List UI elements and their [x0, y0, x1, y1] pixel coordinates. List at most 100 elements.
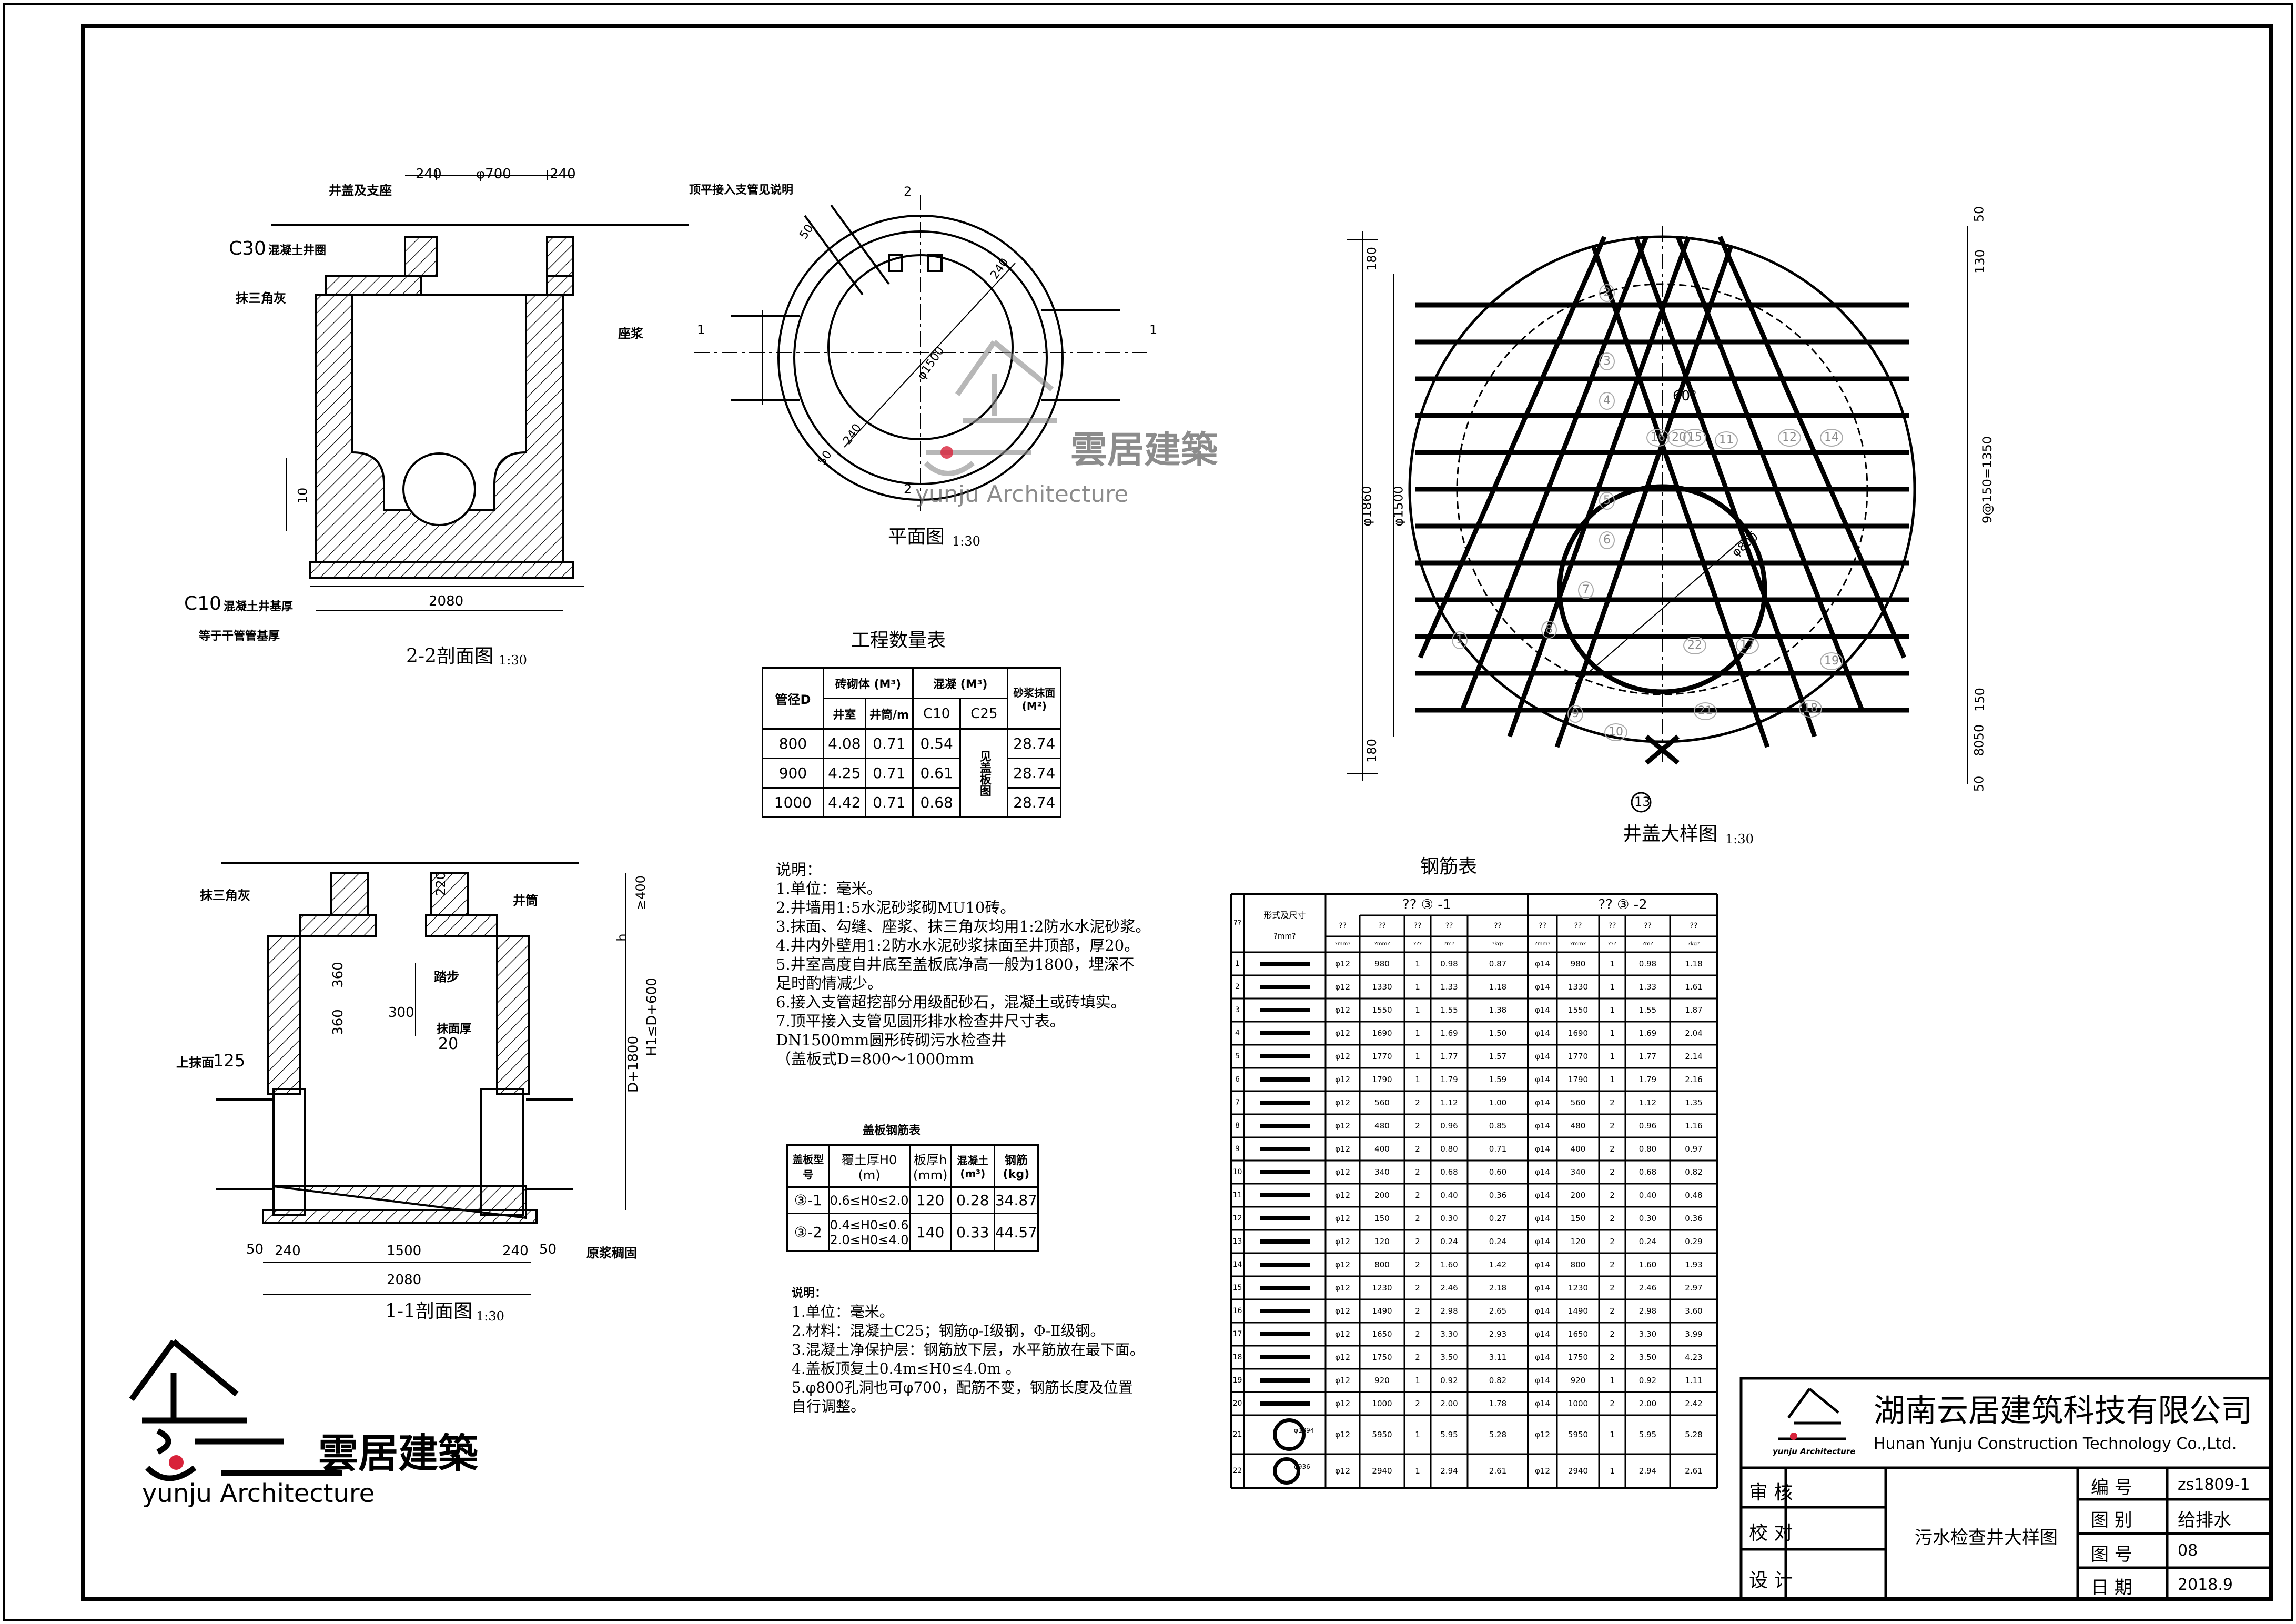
cover-dim-9at150: 9@150=1350: [1980, 436, 1995, 524]
rebar-cell: 0.85: [1489, 1121, 1507, 1131]
rebar-cell: 2: [1610, 1329, 1615, 1339]
st-h-type: 盖板型号: [786, 1144, 830, 1188]
tb-check-label: 校 对: [1749, 1522, 1793, 1544]
rebar-cell: 2: [1415, 1329, 1420, 1339]
rebar-sub-header: ??: [1378, 922, 1386, 930]
rebar-cell: 2.94: [1638, 1466, 1657, 1476]
cover-angle: 60°: [1673, 388, 1697, 404]
st-cell-steel: 34.87: [993, 1186, 1039, 1214]
rebar-shape-straight: [1260, 1101, 1310, 1105]
rebar-cell: 1.61: [1685, 982, 1703, 992]
label-mortar: 座浆: [618, 326, 643, 341]
tb-date-label: 日 期: [2091, 1577, 2132, 1598]
rebar-cell: 2.93: [1489, 1329, 1507, 1339]
rebar-shape-straight: [1260, 1054, 1310, 1058]
st-h-steel: 钢筋 (kg): [993, 1144, 1039, 1188]
dim-240-right: 240: [550, 166, 576, 182]
cover-dim-180-bot: 180: [1364, 739, 1379, 763]
rebar-cell: 2: [1610, 1236, 1615, 1246]
rebar-cell: φ12: [1335, 1466, 1350, 1476]
rebar-cell: 1: [1415, 1074, 1420, 1084]
rebar-cell: 1650: [1567, 1329, 1589, 1339]
label-top-num: 125: [213, 1051, 246, 1071]
cover-bar-mark: 20: [1667, 429, 1691, 447]
qt-h-masonry: 砖砌体 (M³): [822, 667, 914, 699]
watermark-logo-cn: 雲居建築: [1070, 428, 1218, 471]
notes1-line: 3.抹面、勾缝、座浆、抹三角灰均用1:2防水水泥砂浆。: [776, 917, 1151, 935]
rebar-cell: 2.46: [1638, 1283, 1657, 1293]
rebar-cell: φ12: [1335, 1074, 1350, 1084]
rebar-cell: φ12: [1335, 959, 1350, 969]
rebar-cell: 5.28: [1685, 1429, 1703, 1439]
rebar-shape-straight: [1260, 1401, 1310, 1406]
rebar-h-shape: 形式及尺寸: [1263, 910, 1306, 920]
rebar-cell: 1.77: [1440, 1051, 1458, 1061]
rebar-cell: 1550: [1567, 1005, 1589, 1015]
qt-h-c25: C25: [959, 698, 1009, 730]
rebar-cell: 340: [1374, 1167, 1390, 1177]
rebar-h-no: ??: [1233, 919, 1241, 927]
rebar-cell: φ12: [1535, 1429, 1550, 1439]
dim-240-left: 240: [416, 166, 442, 182]
rebar-cell-no: 6: [1235, 1075, 1240, 1084]
rebar-h-slab2: ?? ③ -2: [1598, 897, 1647, 913]
label-c10-rest2: 等于干管管基厚: [199, 629, 280, 643]
rebar-cell: φ14: [1535, 1329, 1550, 1339]
dim-300: 300: [388, 1005, 414, 1021]
rebar-cell: φ14: [1535, 1190, 1550, 1200]
rebar-cell: 2: [1415, 1236, 1420, 1246]
notes1-line: DN1500mm圆形砖砌污水检查井: [776, 1031, 1007, 1049]
rebar-cell: φ12: [1335, 1259, 1350, 1269]
rebar-sub-header: ??: [1445, 922, 1453, 930]
rebar-cell: 0.98: [1440, 959, 1458, 969]
rebar-cell-no: 10: [1232, 1168, 1242, 1176]
rebar-cell: 2: [1610, 1352, 1615, 1362]
label-step: 踏步: [434, 969, 459, 984]
plan-view-drawing: [694, 195, 1147, 516]
rebar-cell: 0.29: [1685, 1236, 1703, 1246]
notes2-line: 5.φ800孔洞也可φ700，配筋不变，钢筋长度及位置: [792, 1379, 1133, 1396]
rebar-cell: φ12: [1335, 1429, 1350, 1439]
rebar-cell: 1.55: [1638, 1005, 1657, 1015]
rebar-cell: 2: [1415, 1352, 1420, 1362]
rebar-cell: 1.33: [1440, 982, 1458, 992]
rebar-cell: φ14: [1535, 1121, 1550, 1131]
rebar-cell: 0.71: [1489, 1144, 1507, 1154]
dim-20: 20: [438, 1035, 459, 1053]
rebar-shape-ring: [1273, 1418, 1306, 1451]
tb-number-value: zs1809-1: [2178, 1476, 2250, 1494]
rebar-cell-no: 15: [1232, 1284, 1242, 1292]
rebar-shape-straight: [1260, 1124, 1310, 1128]
rebar-cell: 0.24: [1440, 1236, 1458, 1246]
rebar-cell: 1: [1415, 959, 1420, 969]
rebar-cell: 1750: [1567, 1352, 1589, 1362]
rebar-cell: 2: [1610, 1306, 1615, 1316]
cover-bar-mark: 3: [1599, 352, 1615, 370]
scale-cover: 1:30: [1725, 832, 1754, 846]
rebar-cell-no: 9: [1235, 1145, 1240, 1153]
rebar-cell: 2: [1610, 1167, 1615, 1177]
rebar-cell: 1.57: [1489, 1051, 1507, 1061]
notes2-heading: 说明：: [792, 1286, 827, 1300]
rebar-cell: 920: [1374, 1375, 1390, 1385]
rebar-cell: 2.18: [1489, 1283, 1507, 1293]
cover-dim-180-top: 180: [1364, 247, 1379, 271]
dim-220: 220: [433, 872, 448, 896]
cover-bar-mark: 16: [1646, 429, 1670, 447]
cover-dim-50-bot: 50: [1971, 775, 1987, 792]
rebar-cell-no: 1: [1235, 960, 1240, 968]
watermark-logo-en: yunju Architecture: [915, 481, 1129, 508]
notes1-line: 6.接入支管超挖部分用级配砂石，混凝土或砖填实。: [776, 993, 1126, 1011]
rebar-sub-unit: ?mm?: [1570, 941, 1586, 947]
rebar-cell: 1.69: [1440, 1028, 1458, 1038]
rebar-cell: 1.11: [1685, 1375, 1703, 1385]
rebar-h-shape-unit: ?mm?: [1273, 932, 1296, 941]
st-cell-steel: 44.57: [993, 1213, 1039, 1252]
st-cell-thick: 140: [908, 1213, 952, 1252]
slab-table: 盖板型号 覆土厚H0 (m) 板厚h (mm) 混凝土 (m³) 钢筋 (kg)…: [786, 1144, 1039, 1252]
rebar-cell: φ12: [1335, 1236, 1350, 1246]
slab-table-title: 盖板钢筋表: [863, 1124, 921, 1137]
rebar-cell: 1: [1610, 1005, 1615, 1015]
